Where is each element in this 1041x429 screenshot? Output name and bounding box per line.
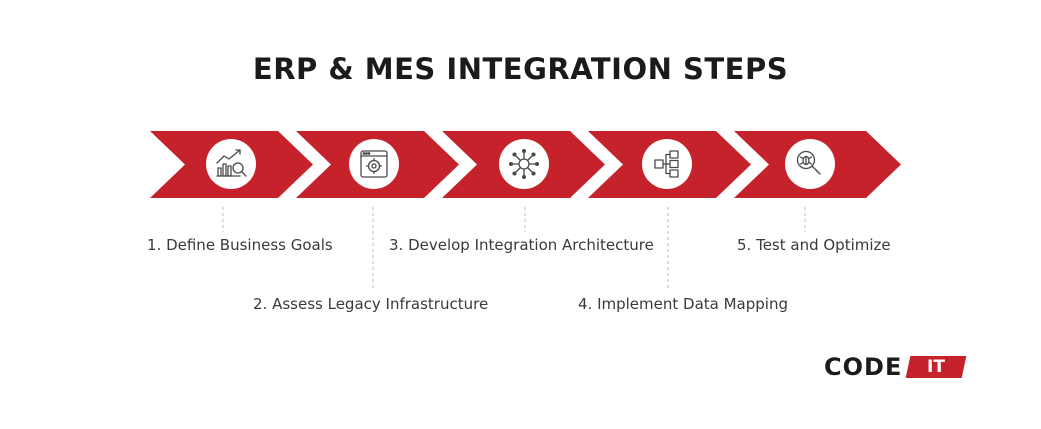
logo-it-text: IT [927, 357, 946, 377]
growth-chart-magnifier-icon [216, 149, 247, 177]
browser-gear-icon [360, 150, 388, 178]
flowchart-icon [654, 150, 679, 178]
page-title: ERP & MES INTEGRATION STEPS [252, 52, 789, 86]
logo-code-text: CODE [824, 353, 903, 381]
step-1-circle [206, 139, 256, 189]
step-3-label: 3. Develop Integration Architecture [389, 236, 654, 254]
step-3-circle [499, 139, 549, 189]
codeit-logo: CODE IT [824, 353, 967, 381]
step-4-label: 4. Implement Data Mapping [578, 295, 788, 313]
step-2-label: 2. Assess Legacy Infrastructure [253, 295, 489, 313]
network-hub-icon [508, 148, 540, 180]
bug-search-icon [796, 150, 821, 175]
step-5-circle [785, 139, 835, 189]
logo-it-badge: IT [906, 356, 967, 378]
step-5-label: 5. Test and Optimize [737, 236, 891, 254]
step-1-label: 1. Define Business Goals [147, 236, 333, 254]
